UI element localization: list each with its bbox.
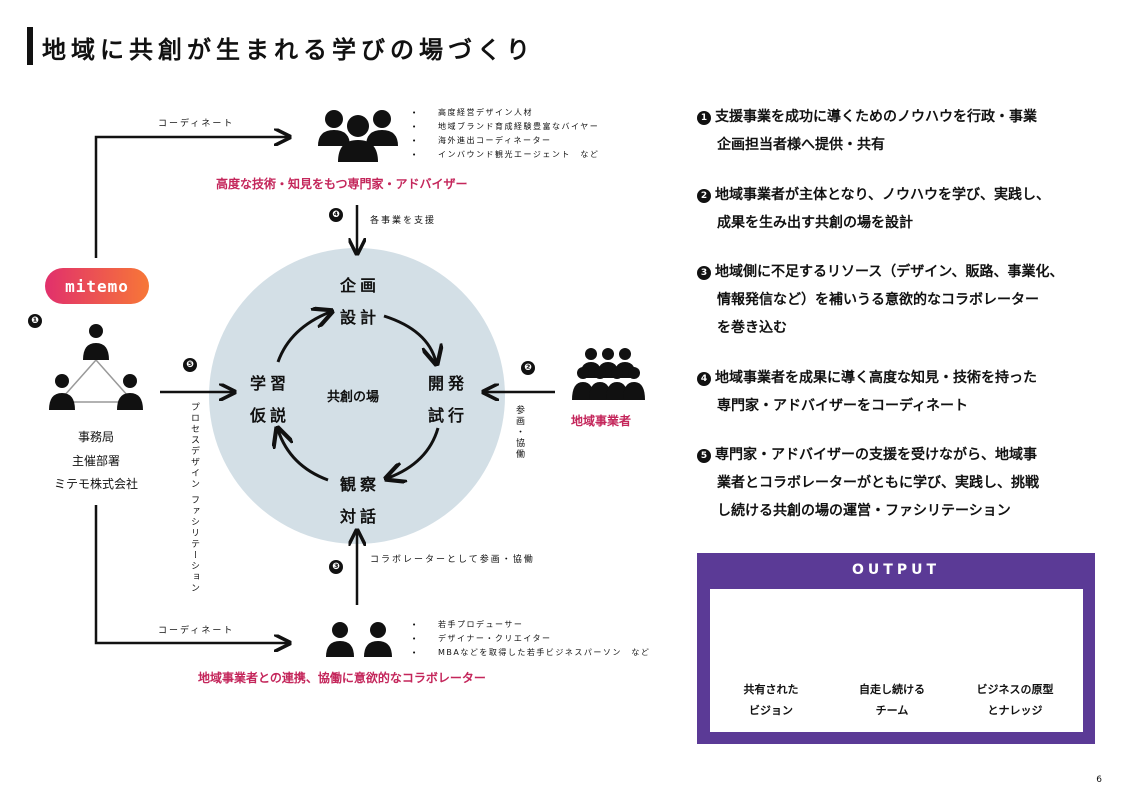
- point-3: 3 地域側に不足するリソース（デザイン、販路、事業化、 情報発信など）を補いうる意…: [697, 258, 1097, 342]
- top-coordinate-label: コーディネート: [158, 119, 235, 129]
- participate-label: 参画・協働: [514, 405, 524, 460]
- badge-5: ❺: [183, 358, 197, 372]
- point-number: 2: [697, 189, 711, 203]
- point-1: 1 支援事業を成功に導くためのノウハウを行政・事業 企画担当者様へ提供・共有: [697, 103, 1097, 159]
- badge-4: ❹: [329, 208, 343, 222]
- cycle-observe-2: 対話: [340, 507, 381, 526]
- output-item-line: ビジネスの原型: [976, 683, 1054, 696]
- experts-list-item: 海外進出コーディネーター: [412, 134, 599, 148]
- cycle-observe-1: 観察: [340, 475, 381, 494]
- facilitation-label: プロセスデザイン ファシリテーション: [189, 402, 199, 594]
- experts-list-item: インバウンド観光エージェント など: [412, 148, 599, 162]
- bottom-coordinate-label: コーディネート: [158, 626, 235, 636]
- badge-1: ❶: [28, 314, 42, 328]
- local-business-group-icon: [572, 348, 645, 400]
- point-number: 3: [697, 266, 711, 280]
- point-line: し続ける共創の場の運営・ファシリテーション: [717, 503, 1011, 519]
- support-label: 各事業を支援: [370, 216, 437, 226]
- point-line: 業者とコラボレーターがともに学び、実践し、挑戦: [717, 475, 1039, 491]
- cycle-arrow-develop-observe: [388, 427, 440, 478]
- cycle-plan-2: 設計: [340, 308, 381, 327]
- point-line: 専門家・アドバイザーをコーディネート: [717, 398, 969, 414]
- cycle-arrow-plan-develop: [383, 314, 436, 362]
- logo-text: mitemo: [65, 276, 129, 296]
- cycle-learn-2: 仮説: [250, 406, 291, 425]
- output-item-line: 共有された: [743, 683, 799, 696]
- org-line: ミテモ株式会社: [53, 477, 138, 491]
- output-item-team: 自走し続ける チーム: [837, 679, 947, 721]
- badge-3: ❸: [329, 560, 343, 574]
- experts-list-item: 高度経営デザイン人材: [412, 106, 599, 120]
- point-4: 4 地域事業者を成果に導く高度な知見・技術を持った 専門家・アドバイザーをコーディ…: [697, 364, 1097, 420]
- output-item-line: ビジョン: [749, 704, 793, 717]
- bottom-coordinate-arrow: [94, 505, 288, 643]
- point-line: 専門家・アドバイザーの支援を受けながら、地域事: [715, 447, 1037, 463]
- collab-list-item: 若手プロデューサー: [412, 618, 650, 632]
- collaborators-group-icon: [326, 622, 392, 657]
- cycle-learn-1: 学習: [250, 374, 291, 393]
- point-5: 5 専門家・アドバイザーの支援を受けながら、地域事 業者とコラボレーターがともに学…: [697, 441, 1097, 525]
- org-line: 事務局: [77, 430, 114, 444]
- badge-2: ❷: [521, 361, 535, 375]
- business-caption: 地域事業者: [571, 414, 632, 428]
- output-item-knowledge: ビジネスの原型 とナレッジ: [960, 679, 1070, 721]
- output-title: OUTPUT: [852, 562, 940, 578]
- output-item-vision: 共有された ビジョン: [716, 679, 826, 721]
- point-line: 地域側に不足するリソース（デザイン、販路、事業化、: [715, 264, 1064, 280]
- collab-list-item: デザイナー・クリエイター: [412, 632, 650, 646]
- org-line: 主催部署: [71, 454, 120, 468]
- experts-caption: 高度な技術・知見をもつ専門家・アドバイザー: [216, 177, 468, 191]
- point-number: 4: [697, 372, 711, 386]
- point-line: を巻き込む: [717, 320, 787, 336]
- output-item-line: 自走し続ける: [859, 683, 925, 696]
- point-line: 地域事業者が主体となり、ノウハウを学び、実践し、: [715, 187, 1051, 203]
- cycle-develop-1: 開発: [428, 374, 469, 393]
- experts-group-icon: [318, 110, 398, 162]
- output-item-line: チーム: [875, 704, 909, 717]
- top-coordinate-arrow: [94, 137, 288, 258]
- experts-list: 高度経営デザイン人材 地域ブランド育成経験豊富なバイヤー 海外進出コーディネータ…: [412, 106, 599, 162]
- mitemo-logo: mitemo: [45, 268, 149, 304]
- point-line: 企画担当者様へ提供・共有: [717, 137, 885, 153]
- collab-list-item: MBAなどを取得した若手ビジネスパーソン など: [412, 646, 650, 660]
- cycle-plan-1: 企画: [340, 276, 381, 295]
- cocreation-circle: [209, 248, 505, 544]
- output-inner-panel: [710, 589, 1083, 732]
- point-line: 成果を生み出す共創の場を設計: [717, 215, 913, 231]
- point-number: 1: [697, 111, 711, 125]
- point-line: 地域事業者を成果に導く高度な知見・技術を持った: [715, 370, 1037, 386]
- page-title: 地域に共創が生まれる学びの場づくり: [42, 36, 535, 64]
- output-item-line: とナレッジ: [987, 704, 1043, 717]
- cycle-arrow-observe-learn: [278, 430, 329, 482]
- point-line: 情報発信など）を補いうる意欲的なコラボレーター: [717, 292, 1039, 308]
- collab-caption: 地域事業者との連携、協働に意欲的なコラボレーター: [198, 671, 486, 685]
- cycle-develop-2: 試行: [428, 406, 469, 425]
- point-number: 5: [697, 449, 711, 463]
- cycle-arrow-learn-plan: [276, 312, 330, 363]
- point-line: 支援事業を成功に導くためのノウハウを行政・事業: [715, 109, 1037, 125]
- collab-label: コラボレーターとして参画・協働: [370, 555, 535, 565]
- title-accent-bar: [27, 27, 33, 65]
- collab-list: 若手プロデューサー デザイナー・クリエイター MBAなどを取得した若手ビジネスパ…: [412, 618, 650, 660]
- cycle-center-label: 共創の場: [327, 390, 380, 405]
- page-number: 6: [1096, 775, 1102, 785]
- secretariat-group-icon: [49, 324, 143, 410]
- experts-list-item: 地域ブランド育成経験豊富なバイヤー: [412, 120, 599, 134]
- point-2: 2 地域事業者が主体となり、ノウハウを学び、実践し、 成果を生み出す共創の場を設計: [697, 181, 1097, 237]
